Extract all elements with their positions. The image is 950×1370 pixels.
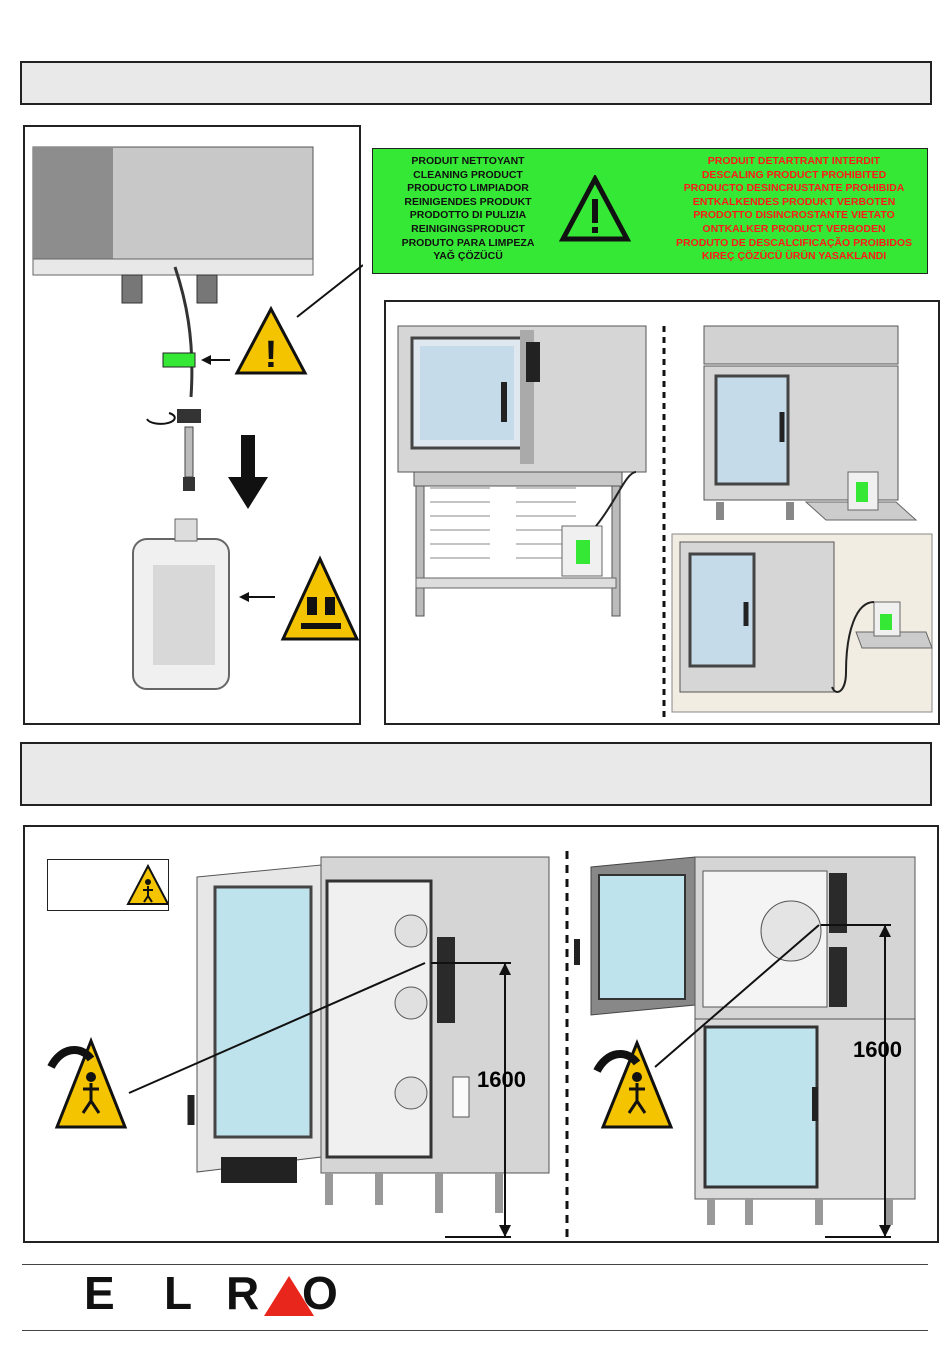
logo-letter: O <box>302 1267 338 1319</box>
allowed-line: CLEANING PRODUCT <box>413 168 523 181</box>
prohibited-line: ENTKALKENDES PRODUKT VERBOTEN <box>692 195 896 208</box>
footer-rule-bottom <box>22 1330 928 1331</box>
installation-examples-illustration <box>397 325 933 722</box>
section-header-bottom <box>20 742 932 806</box>
prohibited-line: PRODOTTO DISINCROSTANTE VIETATO <box>693 209 895 222</box>
height-warning-panel: 1600 1600 <box>23 825 939 1243</box>
cleaning-container-panel: ! <box>23 125 364 725</box>
allowed-line: REINIGENDES PRODUKT <box>404 195 532 208</box>
cleaning-container-illustration: ! <box>32 146 364 690</box>
height-dimension-right: 1600 <box>853 1037 902 1062</box>
allowed-line: REINIGINGSPRODUCT <box>411 222 525 235</box>
installation-examples-panel <box>384 300 940 725</box>
prohibited-line: PRODUTO DE DESCALCIFICAÇÃO PROIBIDOS <box>675 236 913 249</box>
cleaning-product-label: PRODUIT NETTOYANT CLEANING PRODUCT PRODU… <box>372 148 928 274</box>
warning-icon <box>559 175 631 242</box>
allowed-line: PRODUIT NETTOYANT <box>411 155 525 167</box>
allowed-line: YAĞ ÇÖZÜCÜ <box>433 250 503 263</box>
prohibited-line: DESCALING PRODUCT PROHIBITED <box>701 168 887 181</box>
prohibited-line: PRODUCTO DESINCRUSTANTE PROHIBIDA <box>683 182 905 195</box>
height-dimension-left: 1600 <box>477 1067 526 1092</box>
section-header-top <box>20 61 932 105</box>
logo-triangle-icon <box>264 1276 314 1316</box>
allowed-line: PRODUCTO LIMPIADOR <box>407 182 529 195</box>
svg-text:!: ! <box>265 334 278 376</box>
prohibited-line: ONTKALKER PRODUCT VERBODEN <box>702 222 886 235</box>
logo-letter: R <box>226 1267 260 1319</box>
footer-rule-top <box>22 1264 928 1265</box>
prohibited-line: KIREÇ ÇÖZÜCÜ ÜRÜN YASAKLANDI <box>701 250 887 263</box>
allowed-line: PRODOTTO DI PULIZIA <box>409 209 527 222</box>
prohibited-line: PRODUIT DETARTRANT INTERDIT <box>707 155 881 167</box>
height-warning-illustration <box>47 851 916 1239</box>
small-warning-box <box>47 859 170 911</box>
logo-letter: L <box>164 1267 193 1319</box>
logo-letter: E <box>84 1267 115 1319</box>
brand-logo: E L R O <box>84 1270 344 1320</box>
label-allowed-products: PRODUIT NETTOYANT CLEANING PRODUCT PRODU… <box>373 155 563 264</box>
label-prohibited-products: PRODUIT DETARTRANT INTERDIT DESCALING PR… <box>661 155 927 264</box>
allowed-line: PRODUTO PARA LIMPEZA <box>401 236 535 249</box>
